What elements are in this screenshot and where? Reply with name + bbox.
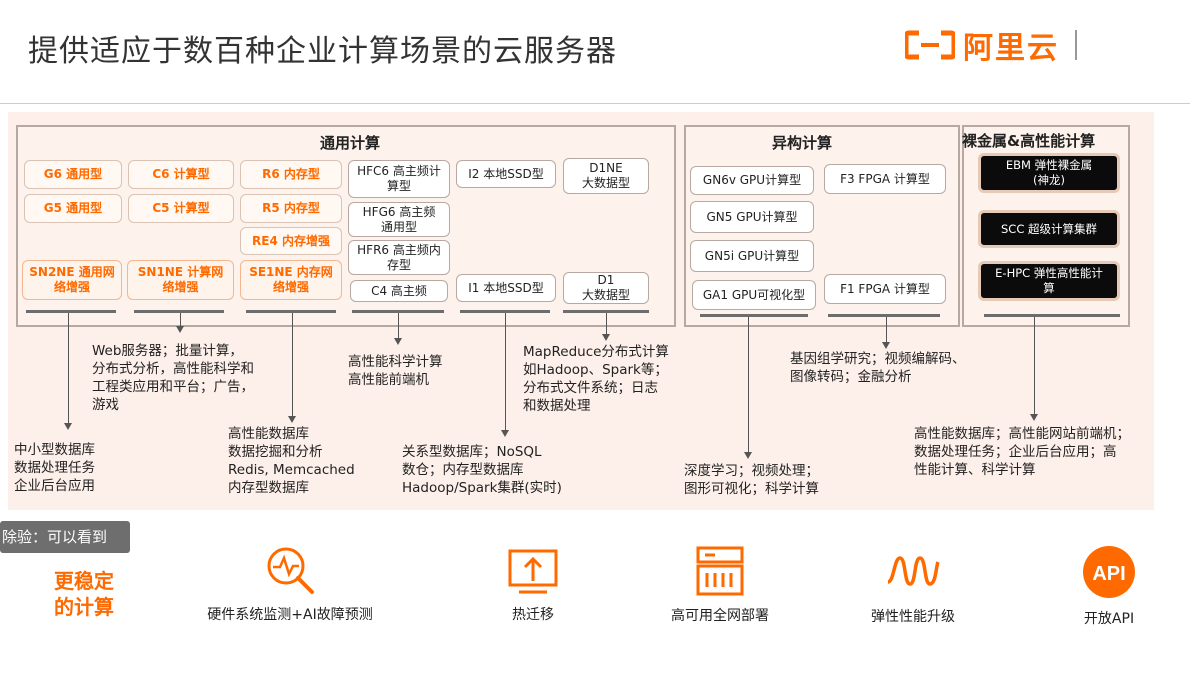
aliyun-logo-mark-icon <box>903 30 957 60</box>
connector-line <box>180 313 181 327</box>
feature-label: 热迁移 <box>512 607 554 623</box>
feature-label: 高可用全网部署 <box>671 608 769 624</box>
stable-compute-label: 更稳定 的计算 <box>54 569 114 619</box>
desc-web-server: Web服务器；批量计算， 分布式分析，高性能科学和 工程类应用和平台；广告， 游… <box>92 343 254 413</box>
desc-mapreduce: MapReduce分布式计算 如Hadoop、Spark等； 分布式文件系统；日… <box>523 344 669 414</box>
desc-small-db: 中小型数据库 数据处理任务 企业后台应用 <box>14 442 95 494</box>
arrow-icon <box>288 416 296 423</box>
feature-high-availability: 高可用全网部署 <box>650 545 790 625</box>
arrow-icon <box>64 423 72 430</box>
instance-scc[interactable]: SCC 超级计算集群 <box>978 210 1120 248</box>
group-underline <box>984 314 1120 317</box>
svg-text:API: API <box>1092 563 1125 585</box>
connector-line <box>292 313 293 417</box>
monitor-search-icon <box>264 544 316 596</box>
instance-r6[interactable]: R6 内存型 <box>240 160 342 189</box>
instance-sn2ne[interactable]: SN2NE 通用网络增强 <box>22 260 122 300</box>
arrow-icon <box>176 326 184 333</box>
connector-line <box>505 313 506 431</box>
arrow-icon <box>394 338 402 345</box>
desc-bare-metal: 高性能数据库；高性能网站前端机； 数据处理任务；企业后台应用；高 性能计算、科学… <box>914 426 1130 478</box>
feature-elastic-upgrade: 弹性性能升级 <box>850 552 976 626</box>
instance-hfr6[interactable]: HFR6 高主频内存型 <box>348 240 450 275</box>
instance-gn6v[interactable]: GN6v GPU计算型 <box>690 166 814 195</box>
desc-high-perf-db: 高性能数据库 数据挖掘和分析 Redis, Memcached 内存型数据库 <box>228 426 355 496</box>
desc-deep-learning: 深度学习；视频处理； 图形可视化；科学计算 <box>684 463 819 497</box>
instance-hfc6[interactable]: HFC6 高主频计算型 <box>348 160 450 198</box>
feature-label: 开放API <box>1083 611 1135 627</box>
group-underline <box>700 314 808 317</box>
bare-metal-title: 裸金属&高性能计算 <box>962 132 1096 150</box>
group-underline <box>134 310 224 313</box>
connector-line <box>748 317 749 453</box>
feature-label: 弹性性能升级 <box>871 609 955 625</box>
arrow-icon <box>882 342 890 349</box>
group-underline <box>563 310 649 313</box>
instance-i1[interactable]: I1 本地SSD型 <box>456 274 556 302</box>
instance-d1[interactable]: D1 大数据型 <box>563 272 649 304</box>
group-underline <box>352 310 444 313</box>
instance-i2[interactable]: I2 本地SSD型 <box>456 160 556 188</box>
instance-ehpc[interactable]: E-HPC 弹性高性能计 算 <box>978 261 1120 301</box>
arrow-icon <box>744 452 752 459</box>
connector-line <box>1034 317 1035 415</box>
instance-r5[interactable]: R5 内存型 <box>240 194 342 223</box>
feature-label: 硬件系统监测+AI故障预测 <box>207 607 373 623</box>
logo-text: 阿里云 <box>963 31 1059 66</box>
instance-c4[interactable]: C4 高主频 <box>350 280 448 302</box>
instance-gn5[interactable]: GN5 GPU计算型 <box>690 201 814 233</box>
instance-c6[interactable]: C6 计算型 <box>128 160 234 189</box>
desc-relational-db: 关系型数据库；NoSQL 数仓；内存型数据库 Hadoop/Spark集群(实时… <box>402 444 562 496</box>
group-underline <box>828 314 940 317</box>
instance-c5[interactable]: C5 计算型 <box>128 194 234 223</box>
instance-g5[interactable]: G5 通用型 <box>24 194 122 223</box>
instance-re4[interactable]: RE4 内存增强 <box>240 227 342 255</box>
feature-migration: 热迁移 <box>478 548 588 624</box>
hetero-computing-title: 异构计算 <box>772 134 833 152</box>
desc-genomics: 基因组学研究；视频编解码、 图像转码；金融分析 <box>790 351 966 385</box>
instance-gn5i[interactable]: GN5i GPU计算型 <box>690 240 814 272</box>
connector-line <box>68 313 69 425</box>
arrow-icon <box>1030 414 1038 421</box>
migrate-icon <box>507 548 559 596</box>
page-title: 提供适应于数百种企业计算场景的云服务器 <box>28 34 617 69</box>
logo-divider <box>1075 30 1077 60</box>
instance-g6[interactable]: G6 通用型 <box>24 160 122 189</box>
group-underline <box>246 310 336 313</box>
feature-monitoring: 硬件系统监测+AI故障预测 <box>195 544 385 624</box>
instance-sn1ne[interactable]: SN1NE 计算网络增强 <box>127 260 234 300</box>
arrow-icon <box>602 334 610 341</box>
instance-ga1[interactable]: GA1 GPU可视化型 <box>692 280 816 310</box>
instance-ebm[interactable]: EBM 弹性裸金属 (神龙) <box>978 153 1120 193</box>
aliyun-logo: 阿里云 <box>903 27 1077 66</box>
server-icon <box>695 545 745 597</box>
wave-icon <box>886 552 940 590</box>
api-icon: API <box>1081 544 1137 600</box>
instance-se1ne[interactable]: SE1NE 内存网络增强 <box>240 260 342 300</box>
group-underline <box>26 310 116 313</box>
instance-hfg6[interactable]: HFG6 高主频通用型 <box>348 202 450 237</box>
connector-line <box>606 313 607 335</box>
connector-line <box>886 317 887 343</box>
instance-d1ne[interactable]: D1NE 大数据型 <box>563 158 649 194</box>
subtitle-tooltip: 除验：可以看到 <box>0 521 130 553</box>
feature-open-api: API 开放API <box>1066 544 1152 628</box>
arrow-icon <box>501 430 509 437</box>
desc-sci-compute: 高性能科学计算 高性能前端机 <box>348 354 443 388</box>
general-computing-title: 通用计算 <box>320 134 381 152</box>
header-divider <box>0 103 1190 104</box>
instance-f1[interactable]: F1 FPGA 计算型 <box>824 274 946 304</box>
group-underline <box>460 310 550 313</box>
instance-f3[interactable]: F3 FPGA 计算型 <box>824 164 946 194</box>
connector-line <box>398 313 399 339</box>
